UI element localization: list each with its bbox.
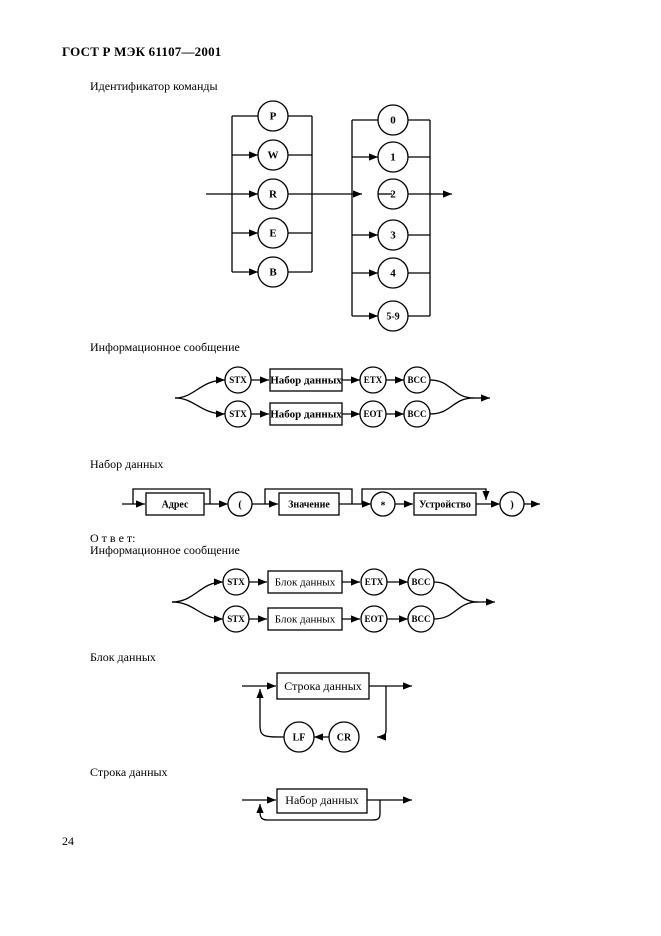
caption-info-message: Информационное сообщение	[90, 340, 240, 354]
digit-node-2	[377, 178, 409, 210]
device-box: Устройство	[419, 499, 471, 510]
info-dataset-box-2: Набор данных	[270, 409, 342, 421]
page-number: 24	[62, 834, 74, 848]
caption-answer: О т в е т:	[90, 531, 136, 545]
bcc-label-1: BCC	[407, 375, 426, 385]
answer-bcc-label-1: BCC	[411, 577, 430, 587]
letter-node-E	[257, 217, 289, 249]
stx-label-1: STX	[229, 375, 247, 385]
caption-data-line: Строка данных	[90, 765, 168, 779]
address-box: Адрес	[162, 499, 189, 510]
diagram-command-id	[206, 100, 452, 332]
digit-1: 1	[390, 152, 396, 164]
letter-node-R	[257, 178, 289, 210]
value-box: Значение	[288, 499, 330, 510]
close-paren: )	[510, 499, 513, 510]
letter-node-B	[257, 256, 289, 288]
letter-E: E	[269, 228, 276, 240]
answer-eot-label: EOT	[364, 614, 383, 624]
stx-label-2: STX	[229, 409, 247, 419]
digit-2: 2	[390, 189, 396, 201]
caption-answer-info-message: Информационное сообщение	[90, 543, 240, 557]
info-dataset-box-1: Набор данных	[270, 375, 342, 387]
digit-node-4	[377, 257, 409, 289]
open-paren: (	[238, 499, 242, 510]
letter-P: P	[270, 111, 277, 123]
letter-W: W	[268, 150, 279, 162]
cr-label: CR	[337, 732, 352, 743]
answer-datablock-box-1: Блок данных	[275, 577, 336, 589]
answer-stx-label-1: STX	[227, 577, 245, 587]
diagram-info-message	[174, 366, 490, 428]
diagram-data-block	[242, 672, 412, 753]
digit-node-1	[377, 141, 409, 173]
digit-node-3	[377, 219, 409, 251]
letter-node-P	[257, 100, 289, 132]
eot-label: EOT	[363, 409, 382, 419]
answer-etx-label: ETX	[365, 577, 384, 587]
letter-R: R	[269, 189, 278, 201]
caption-data-block: Блок данных	[90, 650, 156, 664]
lf-label: LF	[293, 732, 306, 743]
digit-3: 3	[390, 230, 396, 242]
etx-label: ETX	[364, 375, 383, 385]
data-line-dataset-box: Набор данных	[285, 793, 358, 807]
caption-dataset: Набор данных	[90, 457, 164, 471]
answer-bcc-label-2: BCC	[411, 614, 430, 624]
digit-4: 4	[390, 268, 396, 280]
diagram-data-line	[242, 788, 412, 821]
document-header: ГОСТ Р МЭК 61107—2001	[62, 44, 222, 59]
caption-command-id: Идентификатор команды	[90, 79, 218, 93]
star-symbol: *	[381, 500, 386, 511]
digit-0: 0	[390, 115, 396, 127]
answer-datablock-box-2: Блок данных	[275, 614, 336, 626]
bcc-label-2: BCC	[407, 409, 426, 419]
digit-5-9: 5-9	[386, 311, 399, 322]
letter-B: B	[269, 267, 277, 279]
answer-stx-label-2: STX	[227, 614, 245, 624]
letter-node-W	[257, 139, 289, 171]
digit-node-0	[377, 104, 409, 136]
diagram-dataset	[122, 488, 540, 517]
data-line-box: Строка данных	[284, 679, 362, 693]
diagram-answer-info-message	[171, 568, 495, 633]
digit-node-5-9	[377, 300, 409, 332]
